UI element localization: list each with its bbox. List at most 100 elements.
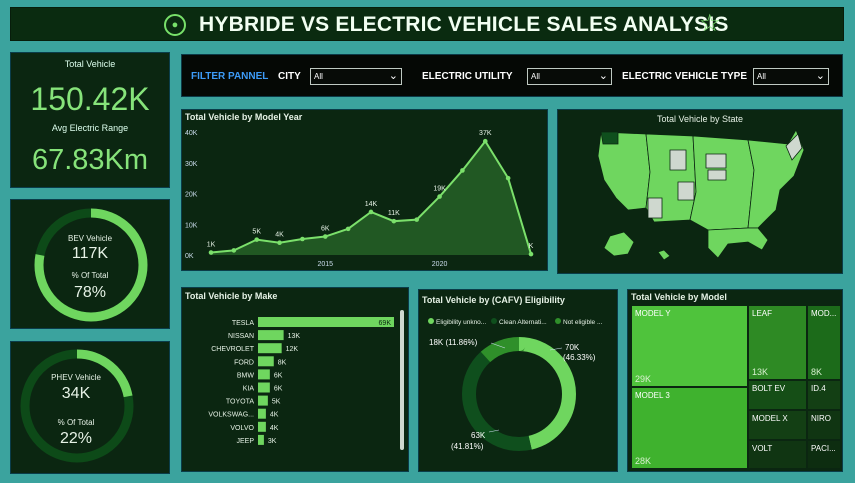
bar-category-label: TESLA [232,320,255,327]
bev-ring-fill [34,208,148,322]
line-data-label: 1K [207,242,216,249]
cafv-label-b-pct: (41.81%) [451,442,484,451]
total-vehicle-value: 150.42K [30,81,150,117]
kpi-total-card: Total Vehicle 150.42K Avg Electric Range… [10,52,170,188]
avg-range-label: Avg Electric Range [51,123,129,133]
bar [258,343,282,354]
cafv-label-b-value: 63K [471,431,486,440]
state-map-title: Total Vehicle by State [656,114,744,124]
type-filter-select[interactable]: All ⌄ [753,68,829,85]
utility-filter-select[interactable]: All ⌄ [527,68,612,85]
cafv-label-c: 18K (11.86%) [429,338,478,347]
bar [258,382,270,393]
legend-label: Not eligible ... [563,319,603,326]
star-icon[interactable]: ☆ [699,10,721,37]
line-data-label: 19K [433,186,446,193]
line-point [277,240,282,245]
treemap-tile[interactable]: NIRO [807,410,841,440]
model-year-chart-title: Total Vehicle by Model Year [185,112,303,122]
bar-category-label: CHEVROLET [211,346,255,353]
map-hawaii [657,249,671,261]
bar-category-label: VOLVO [230,425,254,432]
bar-category-label: VOLKSWAG... [208,412,254,419]
type-filter-label: ELECTRIC VEHICLE TYPE [622,71,748,82]
bar-value-label: 4K [270,425,279,432]
line-data-label: 6K [321,226,330,233]
phev-ring-fill [20,349,134,463]
bar-category-label: TOYOTA [226,399,254,406]
treemap-tile[interactable]: MODEL Y 29K [631,305,748,387]
bar [258,434,264,445]
bar-value-label: 6K [274,372,283,379]
line-point [345,226,351,232]
chevron-down-icon: ⌄ [388,70,398,82]
leader-line [549,347,563,351]
cafv-label-a-pct: (46.33%) [563,353,596,362]
donut-slice [462,337,576,451]
phev-ring [20,349,134,463]
bev-card: BEV Vehicle 117K % Of Total 78% [10,199,170,329]
phev-pct-label: % Of Total [57,418,95,427]
bev-pct-label: % Of Total [71,271,109,280]
line-point [322,234,328,239]
line-point [460,168,465,173]
bar [258,369,270,380]
map-alaska [603,231,635,257]
treemap-tile-name: ID.4 [811,384,826,393]
bar-value-label: 69K [379,320,392,327]
chevron-down-icon: ⌄ [815,70,825,82]
bar [258,395,268,406]
bar-category-label: KIA [243,386,255,393]
treemap-tile-name: PACI... [811,444,836,453]
treemap-tile[interactable]: LEAF 13K [748,305,807,380]
line-data-label: 37K [479,130,492,137]
line-point [368,209,374,215]
us-state-map[interactable] [558,110,844,275]
map-state-grey-2 [705,153,727,169]
map-state-grey-6 [785,133,803,161]
map-state-grey-5 [707,169,727,181]
bar [258,317,394,327]
y-tick-label: 40K [185,130,198,137]
line-point [300,236,305,242]
city-filter-select[interactable]: All ⌄ [310,68,402,85]
treemap-tile[interactable]: MODEL 3 28K [631,387,748,469]
treemap-tile[interactable]: MODEL X [748,410,807,440]
treemap-tile-name: MODEL 3 [635,391,670,400]
x-tick-label: 2015 [317,261,333,268]
bar-category-label: JEEP [236,438,254,445]
make-chart-title: Total Vehicle by Make [185,291,278,301]
treemap-tile[interactable]: VOLT [748,440,807,469]
bar-category-label: NISSAN [228,333,254,340]
chevron-down-icon: ⌄ [598,70,608,82]
leader-line [488,429,500,433]
treemap-tile[interactable]: BOLT EV [748,380,807,410]
line-point [414,217,420,222]
treemap-tile[interactable]: MOD... 8K [807,305,841,380]
line-point [208,250,214,255]
treemap-tile-value: 8K [811,367,823,377]
bev-label: BEV Vehicle [67,234,113,243]
treemap-tile[interactable]: ID.4 [807,380,841,410]
bev-value: 117K [71,245,109,262]
city-filter-value: All [314,72,323,81]
cafv-donut-chart[interactable]: Eligibility unkno...Clean Alternati...No… [419,290,619,473]
cafv-chart-panel: Total Vehicle by (CAFV) Eligibility Elig… [418,289,618,472]
line-point [254,237,260,242]
map-region-central [689,135,755,231]
line-data-label: 14K [365,201,378,208]
avg-range-value: 67.83Km [31,144,149,176]
state-map-panel: Total Vehicle by State [557,109,843,274]
line-data-label: 11K [388,210,400,217]
y-tick-label: 20K [185,192,198,199]
phev-label: PHEV Vehicle [51,373,101,382]
bar [258,356,274,367]
bar-value-label: 3K [268,438,277,445]
type-filter-value: All [757,72,766,81]
bar [258,330,284,341]
treemap-tile[interactable]: PACI... [807,440,841,469]
map-state-grey-4 [647,197,663,219]
